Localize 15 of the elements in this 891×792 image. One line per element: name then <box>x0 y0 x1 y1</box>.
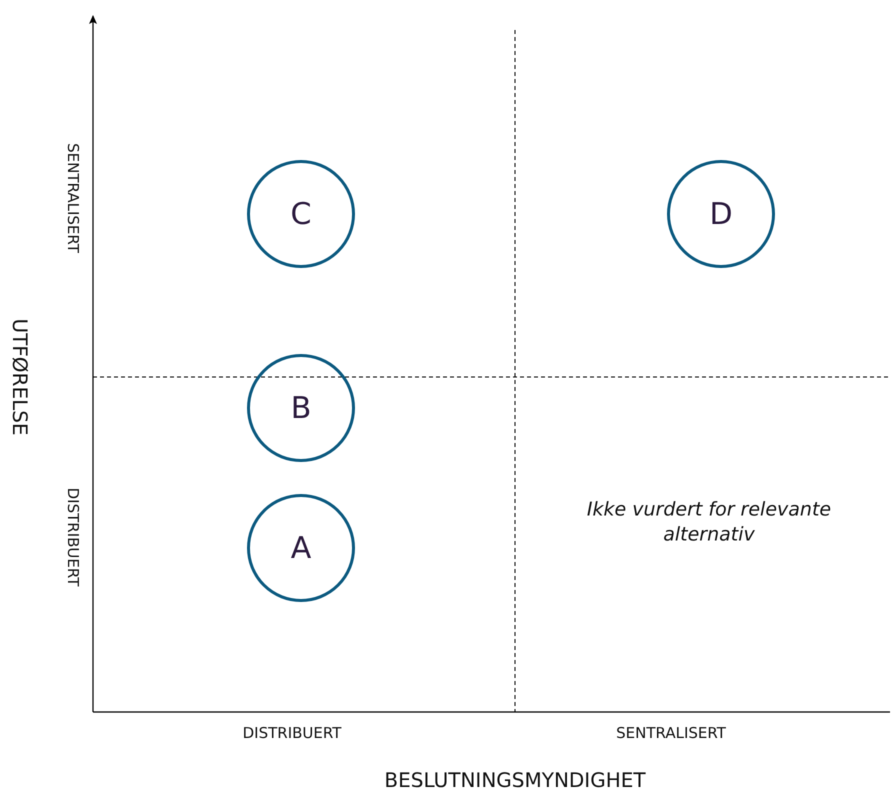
axis-tick-label: SENTRALISERT <box>64 143 82 253</box>
node-letter: C <box>290 196 312 232</box>
node-letter: B <box>290 390 312 426</box>
circle-node <box>667 160 775 268</box>
circle-node <box>247 160 355 268</box>
circle-node <box>247 354 355 462</box>
circle-node <box>247 494 355 602</box>
node-letter: A <box>290 530 312 566</box>
axis-tick-label: DISTRIBUERT <box>64 488 82 586</box>
axis-title: BESLUTNINGSMYNDIGHET <box>384 768 646 792</box>
note-text: Ikke vurdert for relevante alternativ <box>586 497 832 547</box>
node-letter: D <box>709 196 733 232</box>
axis-title: UTFØRELSE <box>8 318 32 436</box>
axis-tick-label: DISTRIBUERT <box>242 724 342 742</box>
axis-tick-label: SENTRALISERT <box>616 724 726 742</box>
